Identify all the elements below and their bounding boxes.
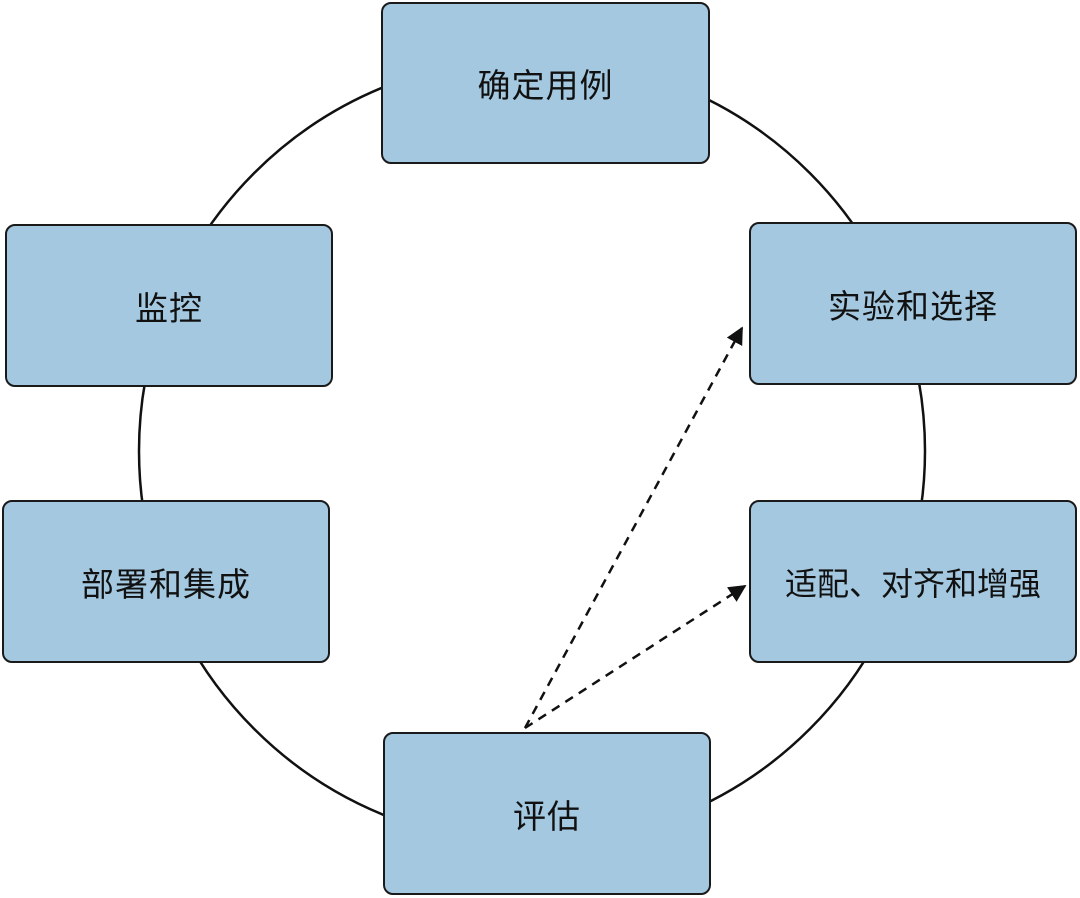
node-monitor[interactable]: 监控 [5,224,333,387]
node-adapt-align-enhance-label: 适配、对齐和增强 [784,564,1041,603]
node-adapt-align-enhance[interactable]: 适配、对齐和增强 [749,500,1077,663]
node-define-use-case[interactable]: 确定用例 [381,2,710,164]
arrow-evaluate-to-experiment [523,326,744,729]
arrow-evaluate-to-adapt [524,584,747,730]
cycle-ring [137,56,927,846]
node-evaluate-label: 评估 [513,796,581,836]
node-experiment-select-label: 实验和选择 [828,286,998,326]
node-deploy-integrate[interactable]: 部署和集成 [2,500,330,663]
node-evaluate[interactable]: 评估 [383,732,711,895]
node-define-use-case-label: 确定用例 [477,66,614,105]
node-monitor-label: 监控 [135,288,203,328]
node-experiment-select[interactable]: 实验和选择 [749,222,1077,385]
node-deploy-integrate-label: 部署和集成 [81,564,251,604]
